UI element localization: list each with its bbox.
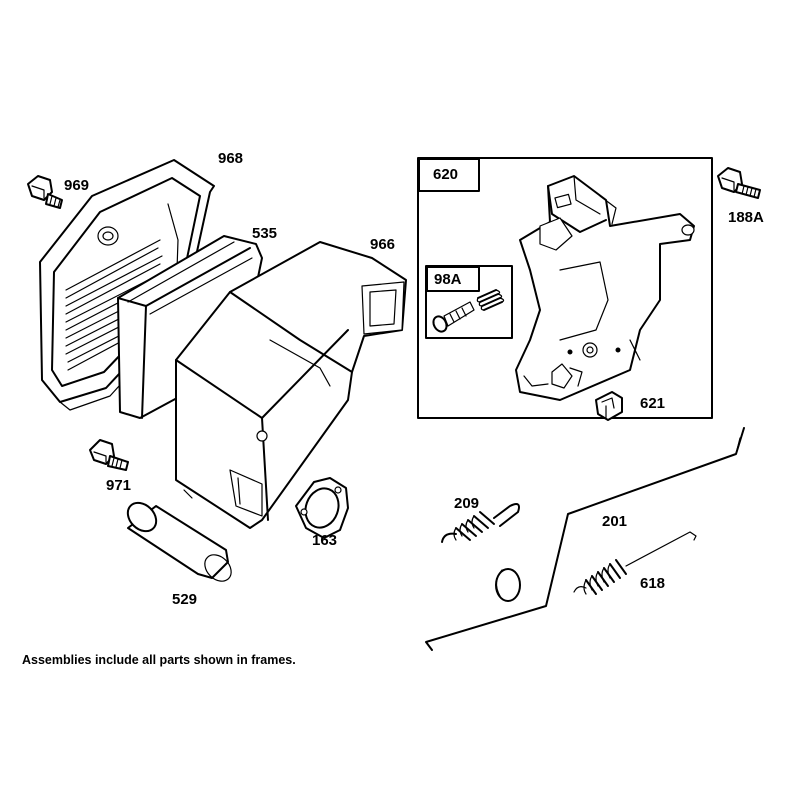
air-cleaner-base-968-drawing [39, 159, 215, 411]
part-label-966: 966 [370, 236, 396, 253]
link-rod-201-drawing [425, 427, 745, 651]
bolt-971-drawing [89, 439, 129, 471]
frame-620 [417, 157, 713, 419]
part-label-188a: 188A [728, 209, 764, 226]
assemblies-note: Assemblies include all parts shown in fr… [22, 653, 296, 667]
part-label-201: 201 [602, 513, 628, 530]
part-label-98a: 98A [434, 271, 462, 288]
frame-98a-tag [426, 266, 480, 292]
spring-209-drawing [441, 503, 520, 543]
part-label-620: 620 [433, 166, 459, 183]
spring-618-drawing [573, 531, 697, 595]
cover-966-drawing [175, 241, 407, 529]
spring-98a-drawing [476, 289, 505, 311]
part-label-621: 621 [640, 395, 666, 412]
part-label-971: 971 [106, 477, 132, 494]
tube-529-drawing [126, 501, 232, 582]
screw-98a-drawing [432, 301, 475, 333]
bracket-620-drawing [515, 175, 695, 401]
clip-621-drawing [595, 391, 623, 421]
bolt-969-drawing [27, 175, 63, 209]
part-label-529: 529 [172, 591, 198, 608]
part-label-969: 969 [64, 177, 90, 194]
part-label-163: 163 [312, 532, 338, 549]
part-label-618: 618 [640, 575, 666, 592]
part-label-209: 209 [454, 495, 480, 512]
frame-620-tag [418, 158, 480, 192]
part-label-968: 968 [218, 150, 244, 167]
part-label-535: 535 [252, 225, 278, 242]
bolt-188a-drawing [717, 167, 761, 199]
gasket-163-drawing [295, 477, 349, 539]
